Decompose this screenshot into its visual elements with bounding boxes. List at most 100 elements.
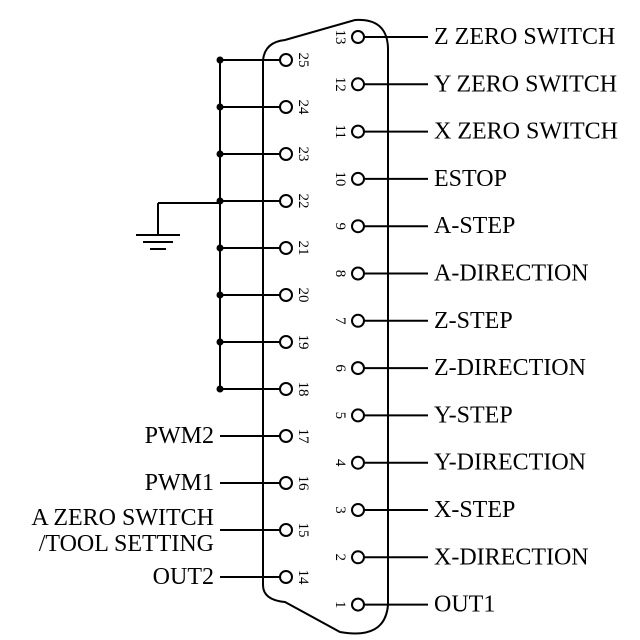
signal-label: OUT2 bbox=[153, 564, 214, 590]
pin-20: 20 bbox=[216, 288, 311, 303]
pin-number: 1 bbox=[332, 601, 348, 609]
signal-label: Z-DIRECTION bbox=[434, 355, 586, 381]
junction-dot bbox=[216, 291, 224, 299]
pin-contact bbox=[279, 382, 293, 396]
pin-number: 23 bbox=[295, 147, 311, 162]
connector-body bbox=[262, 18, 389, 635]
signal-label: A ZERO SWITCH bbox=[31, 505, 214, 531]
signal-label: X ZERO SWITCH bbox=[434, 119, 618, 145]
pin-number: 3 bbox=[332, 506, 348, 514]
pin-11: 11 X ZERO SWITCH bbox=[332, 119, 618, 145]
pin-number: 25 bbox=[295, 53, 311, 68]
pin-contact bbox=[351, 408, 365, 423]
signal-label: Y-DIRECTION bbox=[434, 450, 586, 476]
ground-symbol-icon bbox=[136, 234, 180, 250]
junction-dot bbox=[216, 197, 224, 205]
junction-dot bbox=[216, 385, 224, 393]
pin-22: 22 bbox=[216, 194, 311, 209]
pin-contact bbox=[279, 147, 293, 161]
pin-contact bbox=[279, 288, 293, 302]
pin-2: 2 X-DIRECTION bbox=[332, 544, 589, 570]
pin-number: 4 bbox=[332, 459, 348, 467]
pin-contact bbox=[351, 266, 365, 281]
pin-1: 1 OUT1 bbox=[332, 592, 495, 618]
pin-contact bbox=[279, 429, 293, 443]
pin-number: 20 bbox=[295, 288, 311, 303]
junction-dot bbox=[216, 103, 224, 111]
pin-number: 17 bbox=[295, 429, 311, 445]
pin-10: 10 ESTOP bbox=[332, 166, 507, 192]
pin-contact bbox=[351, 171, 365, 186]
pin-number: 11 bbox=[332, 124, 348, 138]
pin-number: 16 bbox=[295, 476, 311, 492]
signal-label: A-DIRECTION bbox=[434, 261, 589, 287]
signal-label: OUT1 bbox=[434, 592, 495, 618]
pin-7: 7 Z-STEP bbox=[332, 308, 513, 334]
pin-contact bbox=[351, 77, 365, 92]
pin-number: 24 bbox=[295, 100, 311, 116]
junction-dot bbox=[216, 56, 224, 64]
pin-18: 18 bbox=[216, 382, 311, 397]
pin-contact bbox=[351, 361, 365, 376]
pin-number: 13 bbox=[332, 30, 348, 45]
pin-number: 12 bbox=[332, 77, 348, 92]
pin-contact bbox=[351, 313, 365, 328]
junction-dot bbox=[216, 338, 224, 346]
pin-5: 5 Y-STEP bbox=[332, 402, 513, 428]
pin-9: 9 A-STEP bbox=[332, 213, 515, 239]
pin-21: 21 bbox=[216, 241, 311, 256]
signal-label: Y-STEP bbox=[434, 402, 513, 428]
pin-number: 5 bbox=[332, 412, 348, 420]
pin-number: 7 bbox=[332, 317, 348, 325]
pin-15: 15 A ZERO SWITCH/TOOL SETTING bbox=[31, 505, 311, 557]
pin-contact bbox=[351, 455, 365, 470]
pin-number: 18 bbox=[295, 382, 311, 397]
pin-25: 25 bbox=[216, 53, 311, 68]
pin-number: 8 bbox=[332, 270, 348, 278]
pin-number: 15 bbox=[295, 523, 311, 538]
pin-number: 9 bbox=[332, 222, 348, 230]
pin-13: 13 Z ZERO SWITCH bbox=[332, 24, 615, 50]
signal-label: X-DIRECTION bbox=[434, 544, 589, 570]
signal-label: ESTOP bbox=[434, 166, 507, 192]
pin-contact bbox=[351, 550, 365, 565]
pin-contact bbox=[351, 124, 365, 139]
pin-contact bbox=[279, 53, 293, 67]
pin-contact bbox=[279, 570, 293, 584]
pin-24: 24 bbox=[216, 100, 311, 116]
pin-contact bbox=[279, 100, 293, 114]
signal-label: A-STEP bbox=[434, 213, 515, 239]
pin-6: 6 Z-DIRECTION bbox=[332, 355, 586, 381]
left-pin-column: 25 24 23 22 21 20 19 18 17 PWM2 16 PWM1 15 A ZERO SWI… bbox=[31, 53, 311, 591]
pin-number: 6 bbox=[332, 364, 348, 372]
signal-label-line2: /TOOL SETTING bbox=[39, 531, 214, 557]
pin-number: 21 bbox=[295, 241, 311, 256]
pin-14: 14 OUT2 bbox=[153, 564, 311, 590]
pin-contact bbox=[351, 219, 365, 234]
junction-dot bbox=[216, 244, 224, 252]
pin-4: 4 Y-DIRECTION bbox=[332, 450, 586, 476]
signal-label: Z-STEP bbox=[434, 308, 513, 334]
pin-12: 12 Y ZERO SWITCH bbox=[332, 71, 617, 97]
signal-label: PWM1 bbox=[145, 470, 214, 496]
pin-contact bbox=[279, 241, 293, 255]
pin-number: 2 bbox=[332, 554, 348, 562]
pin-number: 14 bbox=[295, 570, 311, 586]
pin-contact bbox=[279, 335, 293, 349]
pin-number: 10 bbox=[332, 171, 348, 186]
junction-dot bbox=[216, 150, 224, 158]
signal-label: Z ZERO SWITCH bbox=[434, 24, 615, 50]
signal-label: PWM2 bbox=[145, 423, 214, 449]
signal-label: Y ZERO SWITCH bbox=[434, 71, 617, 97]
pin-contact bbox=[351, 597, 365, 612]
signal-label: X-STEP bbox=[434, 497, 515, 523]
pin-23: 23 bbox=[216, 147, 311, 162]
pin-contact bbox=[279, 194, 293, 208]
pin-contact bbox=[279, 476, 293, 490]
pin-19: 19 bbox=[216, 335, 311, 350]
pin-17: 17 PWM2 bbox=[145, 423, 311, 449]
pin-8: 8 A-DIRECTION bbox=[332, 261, 589, 287]
pin-16: 16 PWM1 bbox=[145, 470, 311, 496]
